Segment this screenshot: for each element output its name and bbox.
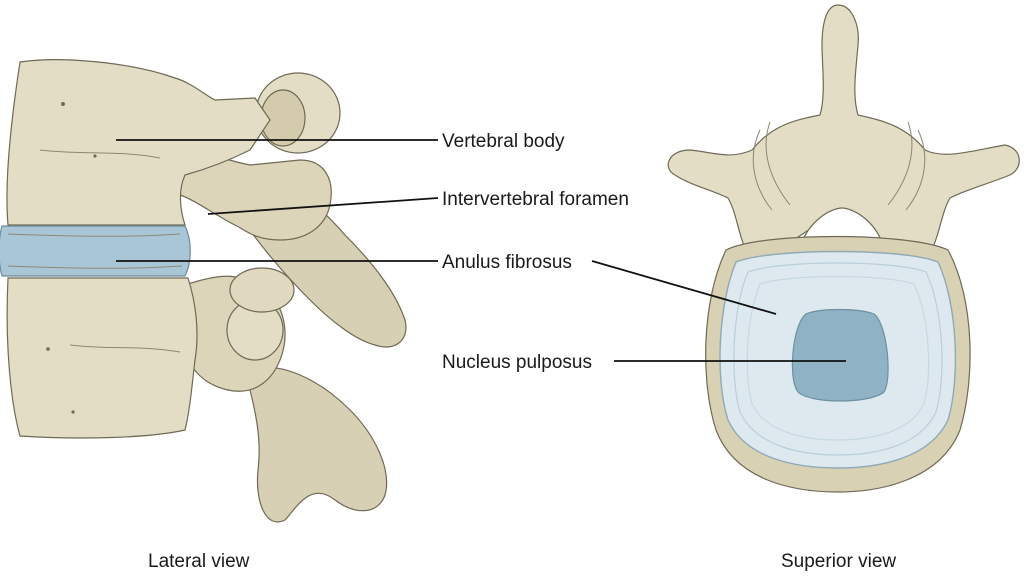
lateral-intervertebral-disc <box>0 225 191 277</box>
label-nucleus-pulposus: Nucleus pulposus <box>442 352 592 373</box>
upper-articular-process <box>174 149 332 241</box>
lower-vertebral-body <box>6 277 198 439</box>
leader-anulus-fibrosus-superior <box>591 260 777 315</box>
superior-view-illustration <box>667 4 1020 493</box>
lateral-view-illustration <box>0 59 407 523</box>
upper-vertebral-body <box>6 59 271 226</box>
nucleus-pulposus-region <box>791 308 889 402</box>
leader-intervertebral-foramen <box>207 197 439 215</box>
label-vertebral-body: Vertebral body <box>442 131 565 152</box>
caption-lateral-view: Lateral view <box>148 551 250 572</box>
caption-superior-view: Superior view <box>781 551 896 572</box>
lower-spinous-process <box>249 366 388 523</box>
facet-joint <box>229 267 295 313</box>
label-anulus-fibrosus: Anulus fibrosus <box>442 252 572 273</box>
label-intervertebral-foramen: Intervertebral foramen <box>442 189 629 210</box>
